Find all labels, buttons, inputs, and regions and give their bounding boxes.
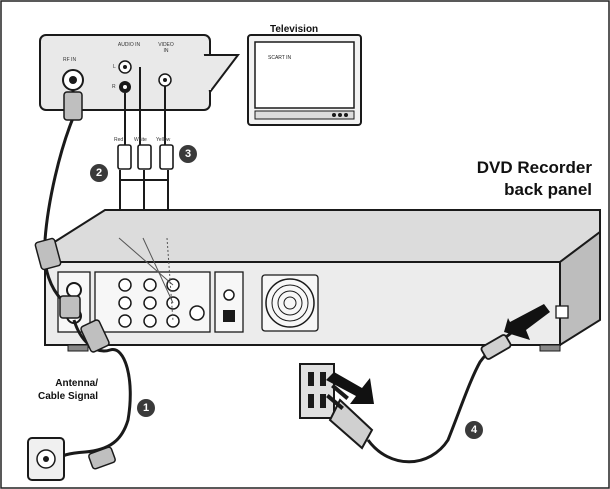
cable-label-red: Red	[114, 137, 124, 143]
coax-connectors	[34, 91, 116, 470]
step-badge-2: 2	[90, 164, 108, 182]
av-cables	[119, 67, 169, 214]
cable-label-yellow: Yellow	[156, 137, 171, 143]
rf-in-label: RF IN	[63, 57, 77, 63]
channel-l-label: L	[113, 64, 116, 70]
power-outlet	[299, 363, 335, 419]
audio-in-label: AUDIO IN	[117, 42, 141, 48]
video-in-label: VIDEO IN	[158, 42, 174, 54]
antenna-label: Antenna/ Cable Signal	[38, 377, 98, 403]
television	[247, 34, 362, 126]
cable-label-white: White	[134, 137, 147, 143]
guide-lines	[118, 237, 174, 322]
rca-plugs-top	[117, 144, 174, 170]
wall-antenna-outlet	[27, 437, 65, 481]
dvd-label-line2: back panel	[504, 180, 592, 199]
tv-input-panel	[39, 34, 241, 111]
step-badge-1: 1	[137, 399, 155, 417]
arrows	[326, 304, 550, 404]
step-badge-3: 3	[179, 145, 197, 163]
tv-label: Television	[270, 24, 319, 35]
step-badge-4: 4	[465, 421, 483, 439]
dvd-recorder-label: DVD Recorder back panel	[477, 157, 592, 201]
channel-r-label: R	[112, 84, 116, 90]
antenna-label-line2: Cable Signal	[38, 391, 99, 402]
tv-screen-text: SCART IN	[268, 55, 292, 61]
power-plug-recorder	[480, 334, 512, 360]
dvd-label-line1: DVD Recorder	[476, 158, 592, 177]
antenna-label-line1: Antenna/	[55, 378, 99, 389]
power-plug-wall	[326, 384, 374, 450]
